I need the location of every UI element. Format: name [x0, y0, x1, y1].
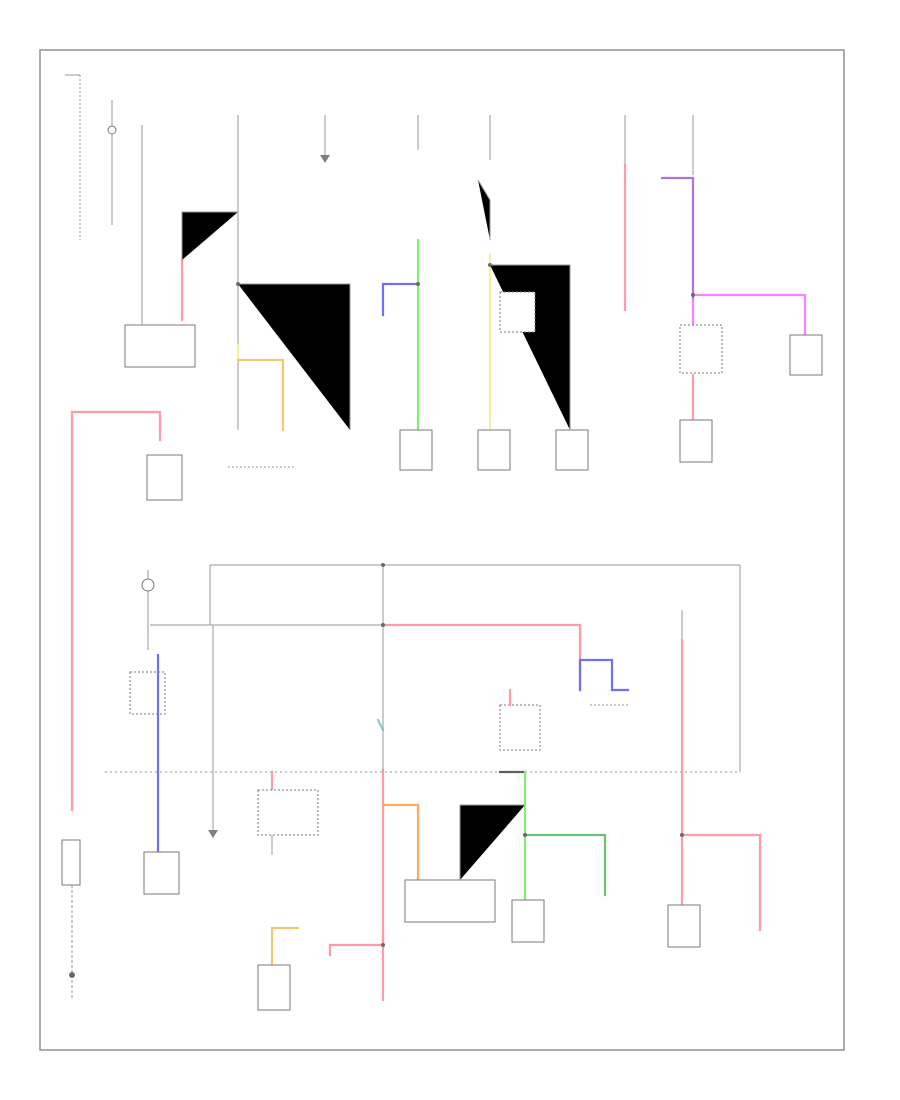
generator-icon [124, 324, 196, 368]
pcm-ground-wire [459, 804, 525, 880]
splice-dot [488, 263, 492, 267]
door-lock-actuator-icon [679, 419, 713, 463]
radiator-fan-relay-icon [679, 324, 723, 374]
red-abs-motor-wire [680, 833, 762, 932]
pink-power-relay-wire [691, 293, 807, 337]
splice-dot [381, 563, 385, 567]
orange-pcm-wire [381, 803, 420, 882]
page-frame [39, 49, 845, 1051]
blue-abs-wire [381, 282, 420, 317]
splice-points [236, 263, 695, 947]
red-battery-main-wire [70, 410, 162, 812]
starter-fuse-icon [141, 578, 155, 592]
cyan-fuse-element [376, 718, 385, 732]
ground-point-icon [69, 972, 75, 978]
down-arrow-icon [320, 155, 330, 163]
blue-horn-wire [578, 658, 630, 692]
splice-dot [680, 833, 684, 837]
splice-dot [691, 293, 695, 297]
starter-cut-relay-icon [129, 671, 166, 715]
ac-relay-feed-wire [490, 264, 571, 430]
abs-pump-motor-icon [667, 904, 701, 948]
pink-lower-wire [328, 933, 385, 957]
lower-circuit-section [61, 564, 762, 1011]
ac-switch-icon [477, 179, 491, 240]
pcm-module-icon [404, 879, 496, 923]
engine-control-module-icon [257, 964, 291, 1011]
tach-signal-wire [238, 283, 351, 430]
blower-motor-icon [555, 429, 589, 471]
upper-circuit-section [65, 74, 823, 812]
ac-compressor-icon [511, 899, 545, 943]
splice-dot [381, 623, 385, 627]
gold-engine-control-wire [236, 358, 285, 432]
starter-motor-icon [143, 851, 180, 895]
abs-module-icon [399, 429, 433, 471]
gold-lower-wire [270, 926, 300, 967]
splice-dot [523, 833, 527, 837]
power-relay-box-icon [789, 334, 823, 376]
generator-gray-wire [181, 211, 238, 260]
ac-clutch-arrow-icon [208, 830, 218, 838]
ac-relay-icon [499, 291, 536, 333]
battery-icon [61, 839, 81, 886]
splice-dot [381, 943, 385, 947]
ac-compressor-relay-icon [499, 704, 541, 751]
splice-dot [416, 282, 420, 286]
splice-dot [236, 282, 240, 286]
red-center-bus-wire [381, 623, 582, 692]
ac-switch-module-icon [477, 429, 511, 471]
dark-green-fan-wire [523, 833, 607, 897]
starter-solenoid-icon [146, 454, 183, 501]
compressor-clutch-relay-icon [257, 789, 319, 836]
purple-radiator-wire [660, 176, 695, 302]
fuse-1-icon [107, 125, 117, 135]
